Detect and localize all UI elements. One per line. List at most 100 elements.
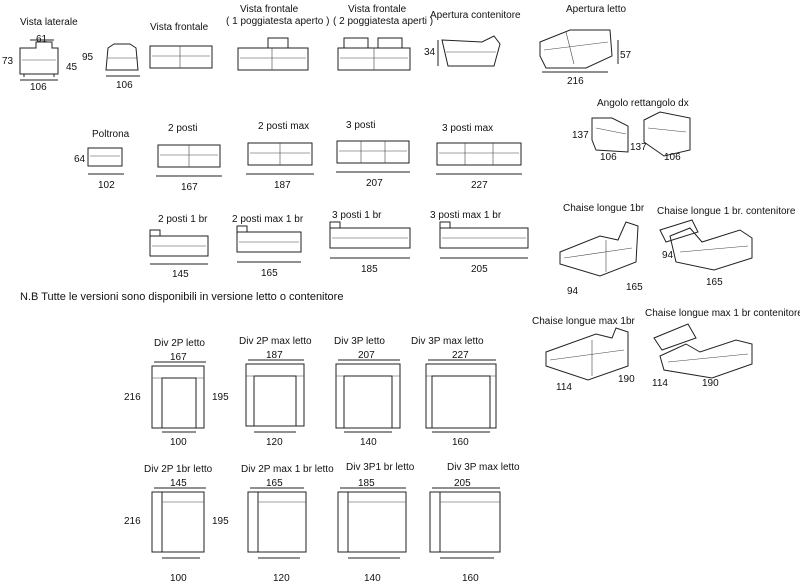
- bed-div-2p-1br: Div 2P 1br letto 145 100: [144, 464, 213, 584]
- sofa-label-3-posti-max: 3 posti max: [442, 123, 493, 134]
- bed-div-2p-max: Div 2P max letto 187 120: [239, 336, 312, 448]
- dim-106-c: 106: [600, 152, 617, 163]
- dim-106-a: 106: [30, 82, 47, 93]
- bed2-top-1: 165: [266, 478, 283, 489]
- sofa-2-posti: 2 posti 167: [156, 123, 222, 193]
- poltrona-view: Poltrona 64 102: [74, 129, 130, 191]
- chaise-3-d1: 114: [556, 382, 572, 393]
- apertura-contenitore-view: Apertura contenitore 34: [424, 10, 521, 67]
- bed-row2-depth: 216: [124, 516, 141, 527]
- bed1-label-2: Div 3P letto: [334, 336, 385, 347]
- chaise-longue-1br-contenitore: Chaise longue 1 br. contenitore 94 165: [657, 206, 796, 288]
- chaise-sofa-width-2pmax1br: 165: [261, 268, 278, 279]
- apertura-contenitore-label: Apertura contenitore: [430, 10, 521, 21]
- bed-row-2: 216 195 Div 2P 1br letto 145 100 Div 2P …: [124, 462, 520, 584]
- bed1-label-1: Div 2P max letto: [239, 336, 312, 347]
- vista-frontale-view: Vista frontale 95 106: [82, 22, 213, 91]
- dim-45: 45: [66, 62, 78, 73]
- vista-frontale-2-view: Vista frontale ( 2 poggiatesta aperti ): [333, 4, 433, 71]
- vf1-label-line1: Vista frontale: [240, 4, 299, 15]
- apertura-letto-label: Apertura letto: [566, 4, 626, 15]
- dim-106-d: 106: [664, 152, 681, 163]
- chaise-label-2: Chaise longue 1 br. contenitore: [657, 206, 796, 217]
- sofa-2-posti-1br: 2 posti 1 br 145: [149, 214, 209, 280]
- bed1-bottom-2: 140: [360, 437, 377, 448]
- bed-row1-depth: 216: [124, 392, 141, 403]
- bed1-top-1: 187: [266, 350, 283, 361]
- dim-216: 216: [567, 76, 584, 87]
- chaise-sofa-width-2p1br: 145: [172, 269, 189, 280]
- chaise-sofa-width-3pmax1br: 205: [471, 264, 488, 275]
- dim-73: 73: [2, 56, 14, 67]
- dim-106-b: 106: [116, 80, 133, 91]
- dim-34: 34: [424, 47, 436, 58]
- bed-row2-mattress: 195: [212, 516, 229, 527]
- bed2-bottom-0: 100: [170, 573, 187, 584]
- chaise-3-d2: 190: [618, 374, 635, 385]
- vista-laterale-view: Vista laterale 61 73 45 106: [2, 17, 78, 93]
- sofa-2-posti-max: 2 posti max 187: [246, 121, 314, 191]
- sofa-3-posti: 3 posti 207: [336, 120, 410, 189]
- chaise-4-d1: 114: [652, 378, 668, 389]
- chaise-label-4: Chaise longue max 1 br contenitore: [645, 308, 800, 319]
- bed2-label-3: Div 3P max letto: [447, 462, 520, 473]
- sofa-label-2-posti: 2 posti: [168, 123, 197, 134]
- chaise-1-d1: 94: [567, 286, 579, 297]
- bed2-top-3: 205: [454, 478, 471, 489]
- sofa-3-posti-max-1br: 3 posti max 1 br 205: [430, 210, 529, 275]
- bed-div-3p-max: Div 3P max letto 227 160: [411, 336, 497, 448]
- chaise-label-1: Chaise longue 1br: [563, 203, 645, 214]
- sofa-width-2-posti: 167: [181, 182, 198, 193]
- chaise-longue-1br: Chaise longue 1br 94 165: [559, 203, 645, 297]
- chaise-sofa-label-3pmax1br: 3 posti max 1 br: [430, 210, 502, 221]
- chaise-sofa-label-2pmax1br: 2 posti max 1 br: [232, 214, 304, 225]
- dim-137-b: 137: [630, 142, 647, 153]
- bed2-bottom-1: 120: [273, 573, 290, 584]
- bed-div-3p-1br: Div 3P1 br letto 185 140: [337, 462, 415, 584]
- sofa-label-3-posti: 3 posti: [346, 120, 375, 131]
- chaise-label-3: Chaise longue max 1br: [532, 316, 636, 327]
- sofa-label-2-posti-max: 2 posti max: [258, 121, 309, 132]
- bed1-top-0: 167: [170, 352, 187, 363]
- bed-div-2p-max-1br: Div 2P max 1 br letto 165 120: [241, 464, 334, 584]
- sofa-3-posti-max: 3 posti max 227: [436, 123, 522, 191]
- chaise-2-d2: 165: [706, 277, 723, 288]
- vista-frontale-1-view: Vista frontale ( 1 poggiatesta aperto ): [226, 4, 329, 71]
- sofa-2-posti-max-1br: 2 posti max 1 br 165: [232, 214, 304, 279]
- bed2-bottom-2: 140: [364, 573, 381, 584]
- bed2-top-2: 185: [358, 478, 375, 489]
- vista-laterale-label: Vista laterale: [20, 17, 78, 28]
- bed2-label-2: Div 3P1 br letto: [346, 462, 415, 473]
- vista-frontale-label: Vista frontale: [150, 22, 209, 33]
- sofa-height-poltrona: 64: [74, 154, 86, 165]
- sofa-label-poltrona: Poltrona: [92, 129, 130, 140]
- bed2-label-0: Div 2P 1br letto: [144, 464, 213, 475]
- sofa-width-poltrona: 102: [98, 180, 115, 191]
- bed1-bottom-1: 120: [266, 437, 283, 448]
- vf2-label-line1: Vista frontale: [348, 4, 407, 15]
- sofa-3-posti-1br: 3 posti 1 br 185: [329, 210, 411, 275]
- bed2-top-0: 145: [170, 478, 187, 489]
- bed2-label-1: Div 2P max 1 br letto: [241, 464, 334, 475]
- chaise-sofa-width-3p1br: 185: [361, 264, 378, 275]
- bed1-top-3: 227: [452, 350, 469, 361]
- bed1-bottom-3: 160: [452, 437, 469, 448]
- dim-137-a: 137: [572, 130, 589, 141]
- chaise-sofa-label-2p1br: 2 posti 1 br: [158, 214, 208, 225]
- bed1-label-3: Div 3P max letto: [411, 336, 484, 347]
- sofa-width-3-posti-max: 227: [471, 180, 488, 191]
- chaise-4-d2: 190: [702, 378, 719, 389]
- versions-note: N.B Tutte le versioni sono disponibili i…: [20, 291, 343, 303]
- chaise-sofa-label-3p1br: 3 posti 1 br: [332, 210, 382, 221]
- sofa-width-3-posti: 207: [366, 178, 383, 189]
- bed1-top-2: 207: [358, 350, 375, 361]
- dim-57: 57: [620, 50, 632, 61]
- angolo-rettangolo-view: Angolo rettangolo dx 137 106 137 106: [572, 98, 691, 163]
- dim-95: 95: [82, 52, 94, 63]
- chaise-2-d1: 94: [662, 250, 674, 261]
- dim-61: 61: [36, 34, 48, 45]
- sofa-width-2-posti-max: 187: [274, 180, 291, 191]
- vf1-label-line2: ( 1 poggiatesta aperto ): [226, 16, 329, 27]
- bed1-label-0: Div 2P letto: [154, 338, 205, 349]
